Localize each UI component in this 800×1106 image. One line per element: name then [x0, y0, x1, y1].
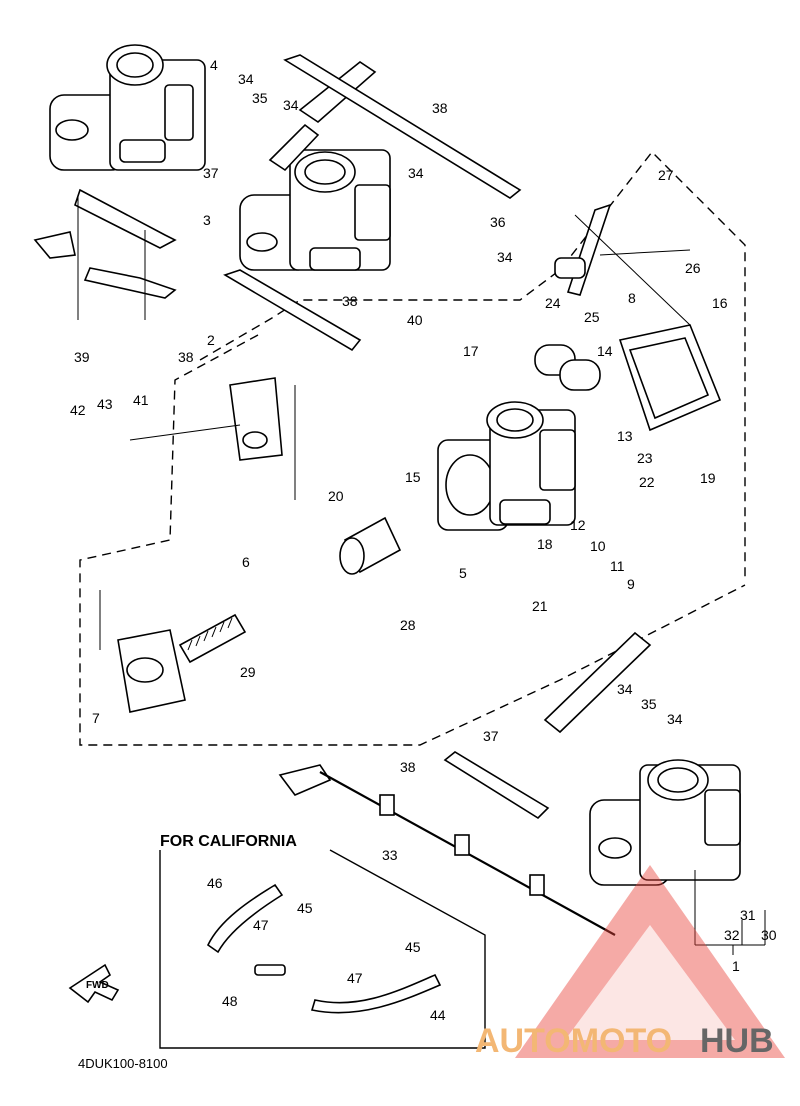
watermark-logo: AUTOMOTO HUB [475, 865, 785, 1060]
bracket-38 [443, 751, 550, 820]
callout-47: 47 [347, 970, 363, 986]
callout-37: 37 [483, 728, 499, 744]
item-1-bracket [694, 870, 766, 955]
watermark-text-hub: HUB [700, 1022, 774, 1060]
callout-9: 9 [627, 576, 635, 592]
callout-6: 6 [242, 554, 250, 570]
callout-43: 43 [97, 396, 113, 412]
callout-1: 1 [732, 958, 740, 974]
callout-23: 23 [637, 450, 653, 466]
callout-48: 48 [222, 993, 238, 1009]
callout-38: 38 [432, 100, 448, 116]
callout-46: 46 [207, 875, 223, 891]
carburetor-2 [437, 401, 576, 531]
callout-10: 10 [590, 538, 606, 554]
california-box [159, 849, 486, 1049]
carburetor-3 [239, 149, 391, 271]
callout-34: 34 [497, 249, 513, 265]
callout-37: 37 [203, 165, 219, 181]
callout-16: 16 [712, 295, 728, 311]
callout-29: 29 [240, 664, 256, 680]
callout-34: 34 [238, 71, 254, 87]
callout-34: 34 [667, 711, 683, 727]
callout-45: 45 [405, 939, 421, 955]
callout-7: 7 [92, 710, 100, 726]
callout-38: 38 [342, 293, 358, 309]
callout-15: 15 [405, 469, 421, 485]
callout-5: 5 [459, 565, 467, 581]
callout-22: 22 [639, 474, 655, 490]
callout-34: 34 [283, 97, 299, 113]
fuel-joint-pipes [223, 54, 522, 352]
upper-assembly-boundary [199, 150, 746, 580]
watermark-text-main: AUTOMOTO [475, 1022, 672, 1060]
callout-4: 4 [210, 57, 218, 73]
bracket-41 [129, 377, 296, 500]
forward-arrow-icon: FWD [68, 963, 120, 1004]
callout-2: 2 [207, 332, 215, 348]
carburetor-4 [49, 44, 206, 171]
callout-31: 31 [740, 907, 756, 923]
callout-26: 26 [685, 260, 701, 276]
callout-30: 30 [761, 927, 777, 943]
callout-39: 39 [74, 349, 90, 365]
callout-14: 14 [597, 343, 613, 359]
mounting-bracket [33, 188, 177, 320]
callout-45: 45 [297, 900, 313, 916]
callout-38: 38 [178, 349, 194, 365]
callout-36: 36 [490, 214, 506, 230]
float-25 [534, 344, 601, 391]
california-title: FOR CALIFORNIA [160, 833, 297, 850]
callout-20: 20 [328, 488, 344, 504]
callout-18: 18 [537, 536, 553, 552]
callout-8: 8 [628, 290, 636, 306]
callout-27: 27 [658, 167, 674, 183]
svg-text:FWD: FWD [86, 980, 109, 991]
callout-19: 19 [700, 470, 716, 486]
callout-34: 34 [617, 681, 633, 697]
callout-11: 11 [610, 558, 625, 574]
california-hoses [206, 883, 442, 1014]
fuel-pipe-lower [543, 631, 652, 734]
callout-41: 41 [133, 392, 149, 408]
callout-3: 3 [203, 212, 211, 228]
callout-34: 34 [408, 165, 424, 181]
callout-24: 24 [545, 295, 561, 311]
callout-40: 40 [407, 312, 423, 328]
diaphragm-cover [99, 590, 186, 713]
main-assembly-boundary [79, 334, 746, 746]
callout-47: 47 [253, 917, 269, 933]
callout-42: 42 [70, 402, 86, 418]
callout-17: 17 [463, 343, 479, 359]
spring-29 [178, 613, 247, 664]
callout-13: 13 [617, 428, 633, 444]
callout-35: 35 [252, 90, 268, 106]
piston-valve-20 [339, 516, 402, 575]
throttle-shaft-33 [278, 764, 616, 936]
throttle-lever [554, 203, 691, 326]
callout-32: 32 [724, 927, 740, 943]
callout-33: 33 [382, 847, 398, 863]
carburetor-1 [589, 759, 741, 886]
diagram-code: 4DUK100-8100 [78, 1056, 168, 1071]
callout-12: 12 [570, 517, 586, 533]
callout-28: 28 [400, 617, 416, 633]
callout-25: 25 [584, 309, 600, 325]
callout-21: 21 [532, 598, 548, 614]
callout-44: 44 [430, 1007, 446, 1023]
callout-38: 38 [400, 759, 416, 775]
top-cover-8 [618, 324, 722, 432]
callout-35: 35 [641, 696, 657, 712]
